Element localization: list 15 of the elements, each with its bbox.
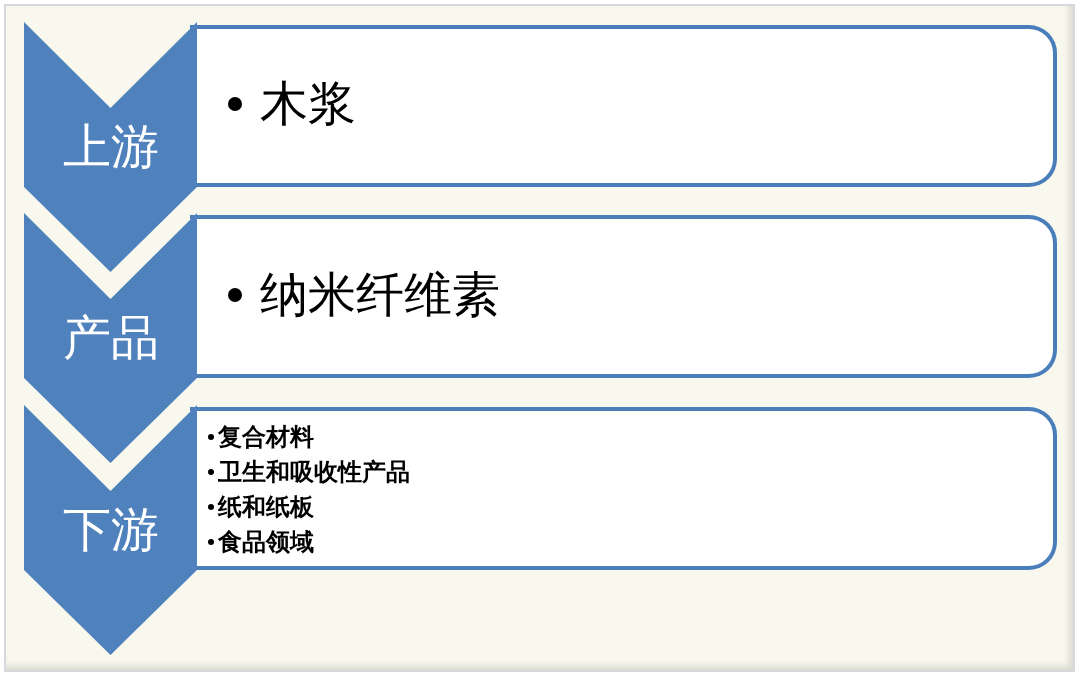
item-text: 食品领域 <box>218 526 314 557</box>
item-text: 卫生和吸收性产品 <box>218 456 410 487</box>
content-box <box>190 215 1057 378</box>
item-text: 木浆 <box>260 76 356 132</box>
item-text: 纸和纸板 <box>218 491 314 522</box>
stage-label: 下游 <box>62 506 159 554</box>
item-text: 复合材料 <box>218 421 314 452</box>
stage-label: 上游 <box>62 123 159 171</box>
chevron-shape <box>24 22 197 272</box>
item-text: 纳米纤维素 <box>260 266 500 323</box>
content-box <box>190 407 1057 570</box>
chevron-shape <box>24 213 197 463</box>
content-box <box>190 25 1057 187</box>
stage-label: 产品 <box>62 314 159 362</box>
chevron-shape <box>24 405 197 655</box>
